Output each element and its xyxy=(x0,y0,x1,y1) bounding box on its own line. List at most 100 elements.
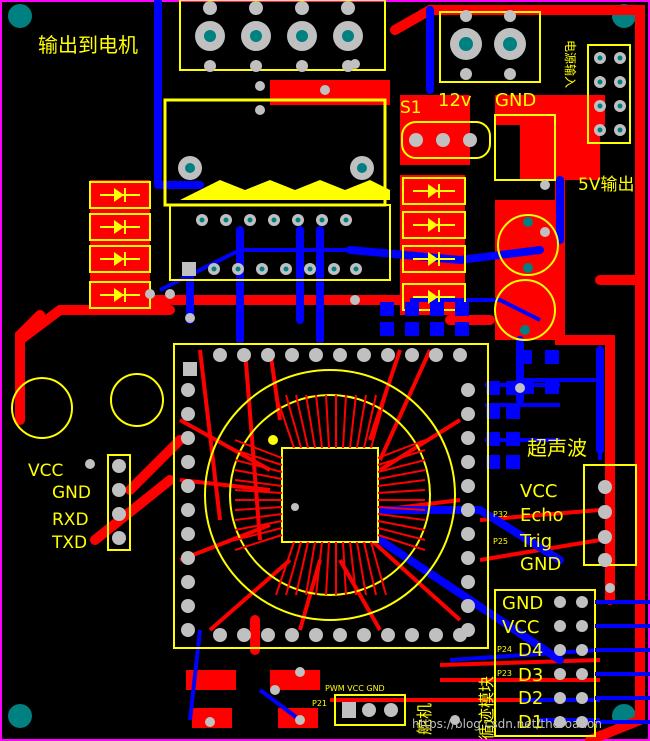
mcu-pin xyxy=(461,623,475,637)
d4-label: D4 xyxy=(518,640,543,661)
fine-trace xyxy=(315,541,323,596)
smd-pad xyxy=(518,350,532,364)
fine-trace xyxy=(370,541,387,596)
smd-pad xyxy=(430,302,444,316)
fine-trace xyxy=(234,479,283,487)
p25-label: P25 xyxy=(493,537,508,546)
fine-trace xyxy=(234,489,283,494)
serial-header xyxy=(107,454,131,551)
diode-symbol xyxy=(114,220,124,234)
fine-trace xyxy=(377,534,426,551)
mcu-pin xyxy=(261,348,275,362)
fine-trace xyxy=(342,394,347,449)
smd-pad xyxy=(486,405,500,419)
smd-pad xyxy=(455,322,469,336)
fine-trace xyxy=(363,541,377,596)
v5-header xyxy=(587,44,631,144)
via xyxy=(450,715,460,725)
echo-label: Echo xyxy=(520,505,564,526)
gnd-left-label: GND xyxy=(52,483,91,503)
mcu-pin xyxy=(381,628,395,642)
motor-output-label: 输出到电机 xyxy=(38,33,138,57)
fine-trace xyxy=(295,394,309,449)
mcu-pin xyxy=(461,527,475,541)
diode xyxy=(402,211,466,239)
diode xyxy=(89,213,151,241)
driver-pad-hole xyxy=(235,266,241,272)
mcu-pin xyxy=(461,551,475,565)
fine-trace xyxy=(377,489,426,494)
mcu-pin xyxy=(181,383,195,397)
switch-label: S1 xyxy=(400,98,422,118)
steering-label: 舵机 xyxy=(415,703,434,735)
via xyxy=(145,289,155,299)
driver-pad-hole xyxy=(199,217,205,223)
fine-trace xyxy=(377,439,426,459)
smd-pad xyxy=(486,381,500,395)
driver-pad-hole xyxy=(319,217,325,223)
mcu-pin xyxy=(333,348,347,362)
diode-array-left xyxy=(89,181,151,309)
gnd-top-label: GND xyxy=(495,90,536,111)
regulator xyxy=(494,114,556,181)
fine-trace xyxy=(234,520,283,531)
smd-pad xyxy=(506,405,520,419)
driver-pad xyxy=(182,262,196,276)
via xyxy=(165,289,175,299)
fine-trace xyxy=(349,541,357,596)
diode-symbol xyxy=(114,288,124,302)
mcu-pin xyxy=(429,348,443,362)
mcu-pin xyxy=(461,407,475,421)
via xyxy=(320,85,330,95)
mcu-pin xyxy=(181,431,195,445)
mcu-pin xyxy=(261,628,275,642)
driver-pad-hole xyxy=(283,266,289,272)
mcu-pin xyxy=(461,431,475,445)
mounting-holes xyxy=(8,4,636,728)
p21-label: P21 xyxy=(312,699,327,708)
fine-trace xyxy=(325,541,330,596)
mcu-pin xyxy=(429,628,443,642)
motor-driver xyxy=(163,98,391,281)
via xyxy=(255,81,265,91)
fine-trace xyxy=(363,394,377,449)
via xyxy=(295,667,305,677)
smd-pad xyxy=(506,432,520,446)
fine-trace xyxy=(305,394,316,449)
mcu-pin xyxy=(181,551,195,565)
p32-label: P32 xyxy=(493,510,508,519)
fine-trace xyxy=(377,459,426,473)
fine-trace xyxy=(349,394,357,449)
mcu-pin xyxy=(461,503,475,517)
driver-pad-hole xyxy=(295,217,301,223)
mcu-pins xyxy=(181,348,475,642)
capacitors xyxy=(11,214,559,439)
mcu-pin xyxy=(181,527,195,541)
txd-label: TXD xyxy=(51,533,87,553)
fine-trace xyxy=(234,449,283,466)
mcu-pin xyxy=(181,479,195,493)
diode-array-right xyxy=(402,177,466,311)
d2-label: D2 xyxy=(518,688,543,709)
via xyxy=(295,715,305,725)
mcu-pin xyxy=(381,348,395,362)
mcu-pin xyxy=(333,628,347,642)
mcu-pin xyxy=(461,599,475,613)
rxd-label: RXD xyxy=(52,510,89,530)
smd-pad xyxy=(545,380,559,394)
mcu-pin xyxy=(461,575,475,589)
driver-pad-hole xyxy=(211,266,217,272)
driver-pad-hole xyxy=(247,217,253,223)
pwm-header-label: PWM VCC GND xyxy=(325,684,385,693)
via xyxy=(270,685,280,695)
fine-trace xyxy=(377,520,426,531)
mcu-pin xyxy=(181,503,195,517)
mcu-pin xyxy=(237,628,251,642)
smd-pad xyxy=(455,302,469,316)
via xyxy=(85,459,95,469)
diode-symbol xyxy=(114,252,124,266)
fine-trace xyxy=(234,439,283,459)
mcu-pin xyxy=(237,348,251,362)
smd-pad xyxy=(430,322,444,336)
